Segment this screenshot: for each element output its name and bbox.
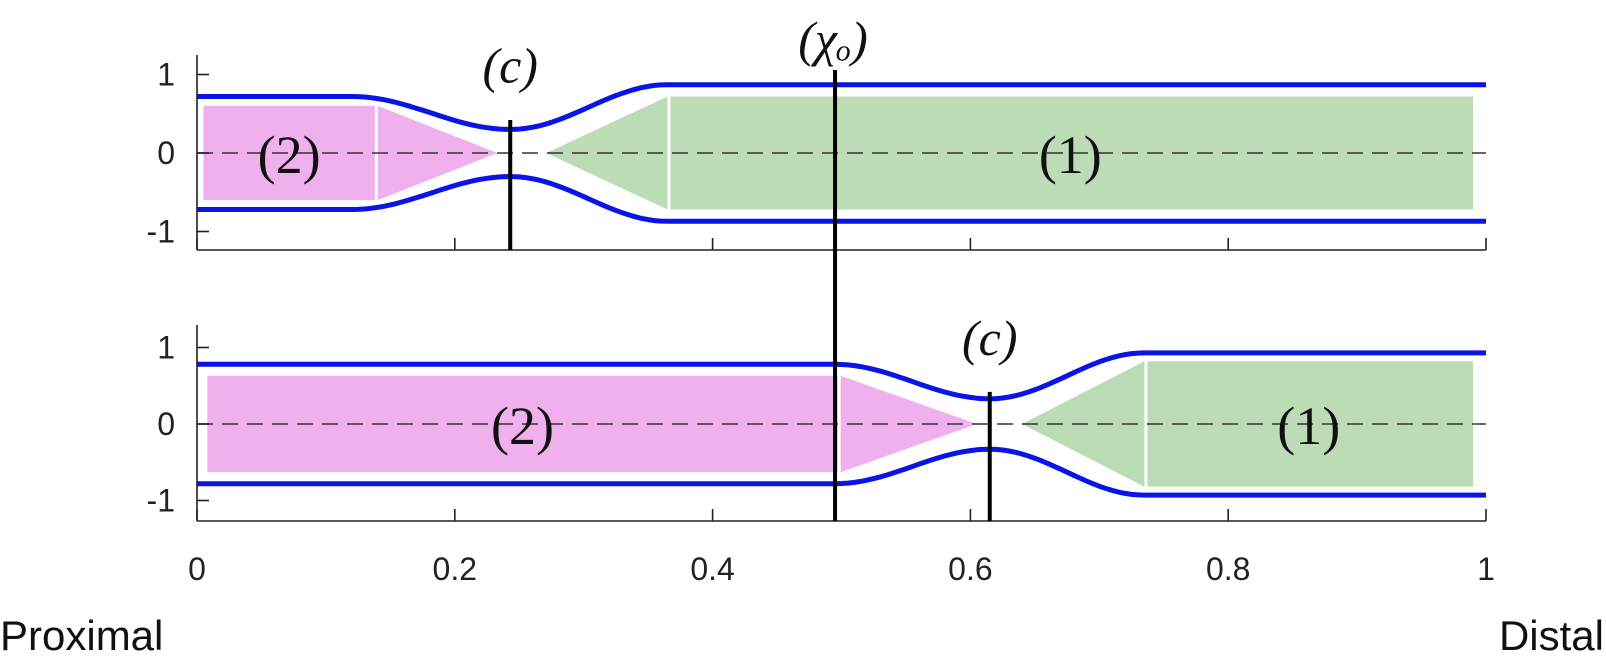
top-y-tick-label: 0 bbox=[157, 135, 175, 171]
x-tick-label: 0 bbox=[188, 551, 206, 587]
top-y-tick-label: -1 bbox=[147, 214, 175, 250]
top-region-2-label: (2) bbox=[258, 125, 321, 185]
vessel-walls bbox=[197, 82, 1486, 498]
centerlines bbox=[197, 152, 1486, 425]
bottom-constriction-label: (c) bbox=[962, 310, 1018, 366]
top-region-1-label: (1) bbox=[1039, 125, 1102, 185]
bottom-y-tick-label: -1 bbox=[147, 483, 175, 519]
x-tick-label: 0.4 bbox=[690, 551, 734, 587]
x-tick-label: 0.8 bbox=[1206, 551, 1250, 587]
bottom-upper-wall bbox=[197, 350, 1486, 402]
x-tick-label: 1 bbox=[1477, 551, 1495, 587]
bottom-y-tick-label: 1 bbox=[157, 330, 175, 366]
top-y-tick-label: 1 bbox=[157, 57, 175, 93]
axes bbox=[196, 55, 1487, 522]
labels: 1 0 -1 (c) (2) (1) 1 0 -1 (c) (2) (1) (χₒ) 0 0.2 0.4 0.6… bbox=[0, 11, 1604, 659]
chi-marker-label: (χₒ) bbox=[798, 11, 868, 67]
top-lower-wall bbox=[197, 174, 1486, 224]
top-constriction-label: (c) bbox=[482, 37, 538, 93]
bottom-region-2-label: (2) bbox=[491, 396, 554, 456]
proximal-label: Proximal bbox=[0, 612, 163, 659]
x-tick-label: 0.2 bbox=[433, 551, 477, 587]
bottom-lower-wall bbox=[197, 446, 1486, 498]
bottom-y-tick-label: 0 bbox=[157, 406, 175, 442]
top-upper-wall bbox=[197, 82, 1486, 132]
distal-label: Distal bbox=[1499, 612, 1604, 659]
x-tick-label: 0.6 bbox=[948, 551, 992, 587]
markers bbox=[508, 70, 992, 521]
bottom-region-1-label: (1) bbox=[1277, 396, 1340, 456]
